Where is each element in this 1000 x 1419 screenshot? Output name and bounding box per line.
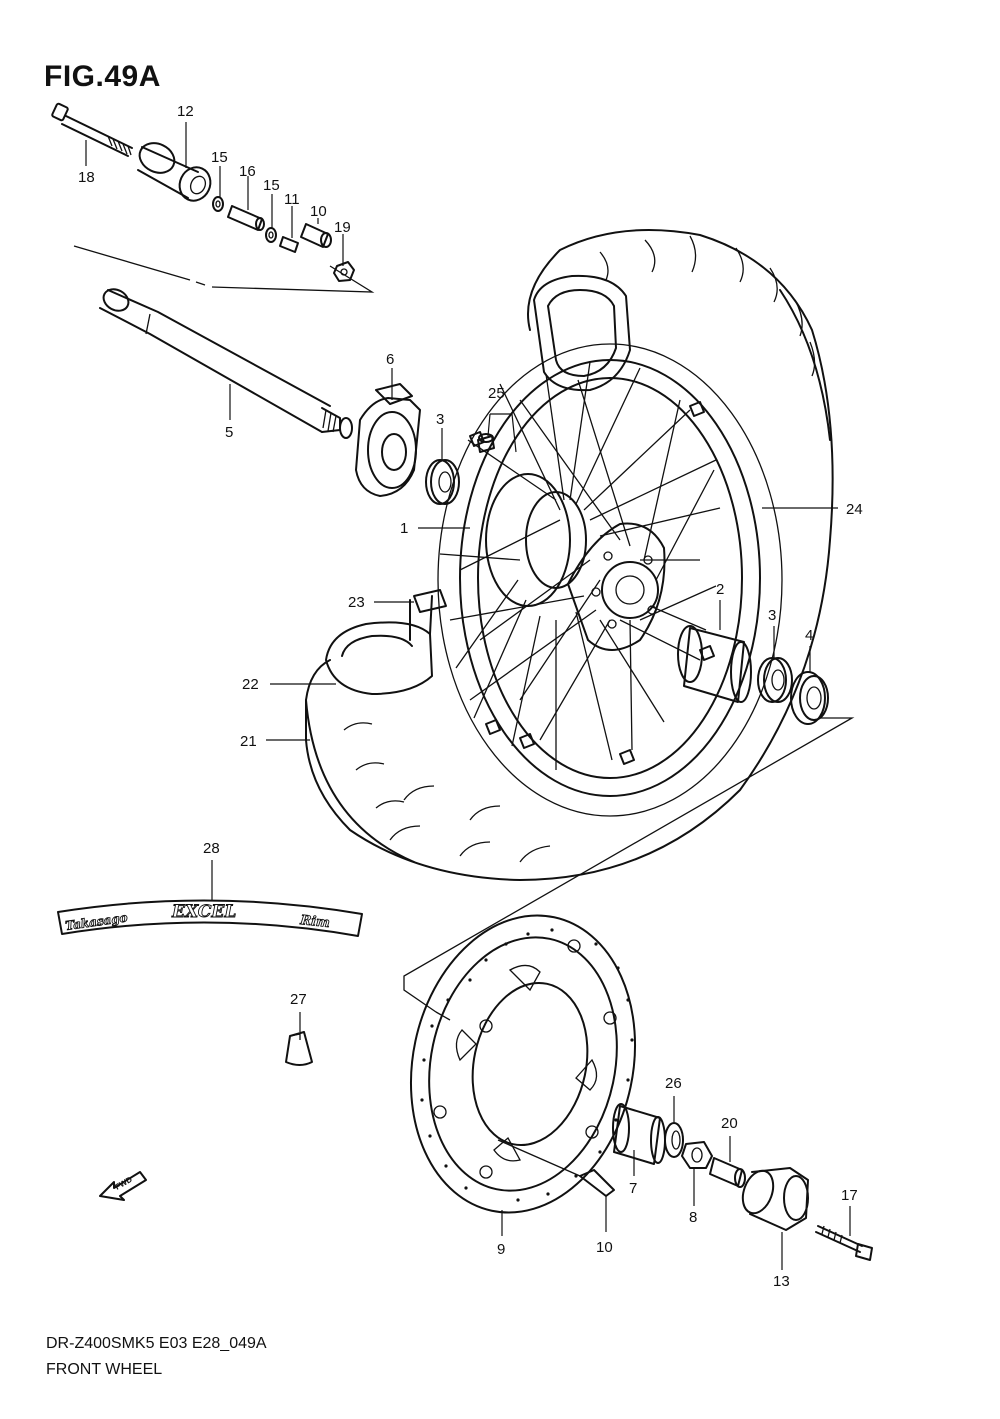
- model-code: DR-Z400SMK5 E03 E28_049A: [46, 1335, 267, 1352]
- axle-bolt-17: [51, 102, 133, 157]
- spokes: [439, 361, 721, 770]
- balance-weight-27: [285, 1031, 313, 1066]
- washer-15-a: [212, 196, 224, 212]
- wheel-assembly: [305, 229, 834, 881]
- callout-6: 6: [386, 351, 394, 368]
- callout-23: 23: [348, 594, 365, 611]
- callout-26: 26: [665, 1075, 682, 1092]
- leader-lines: [85, 122, 851, 1270]
- collar-bolt-19: [815, 1225, 873, 1261]
- seal-26: [664, 1122, 684, 1158]
- callout-7: 7: [629, 1180, 637, 1197]
- callout-25: 25: [488, 385, 505, 402]
- callout-22: 22: [242, 676, 259, 693]
- callout-9: 9: [497, 1241, 505, 1258]
- decal-suffix-text: Rim: [299, 913, 331, 931]
- spacer-2: [677, 625, 752, 703]
- figure-title: FIG.49A: [44, 60, 161, 93]
- callout-11: 10: [310, 203, 327, 220]
- disc-screw-10: [497, 1139, 615, 1197]
- valve-cap-25: [477, 433, 495, 453]
- callout-21: 21: [240, 733, 257, 750]
- callout-14: 13: [773, 1273, 790, 1290]
- rim-decal-28: Takasago EXCEL Rim: [57, 899, 363, 937]
- callout-18: 19: [334, 219, 351, 236]
- callout-12: 11: [284, 191, 300, 208]
- speedometer-gearbox-6: [355, 383, 421, 497]
- callout-15-a: 15: [211, 149, 228, 166]
- forward-direction-arrow: FWD: [99, 1171, 147, 1201]
- callout-24: 24: [846, 501, 863, 518]
- callout-17: 18: [78, 169, 95, 186]
- callout-28: 28: [203, 840, 220, 857]
- callout-4: 4: [805, 627, 813, 644]
- spacer-7: [612, 1103, 666, 1165]
- callout-13: 12: [177, 103, 194, 120]
- callout-1: 1: [400, 520, 408, 537]
- spacer-20: [709, 1157, 746, 1188]
- spacer-12: [279, 236, 299, 253]
- callout-27: 27: [290, 991, 307, 1008]
- bearing-3-right: [757, 657, 793, 703]
- washer-15-b: [265, 227, 277, 243]
- figure-name: FRONT WHEEL: [46, 1361, 163, 1378]
- callout-3-left: 3: [436, 411, 444, 428]
- callout-16: 16: [239, 163, 256, 180]
- axle-collar-14: [741, 1167, 809, 1231]
- callout-10: 10: [596, 1239, 613, 1256]
- axle-collar-13: [137, 142, 212, 202]
- callout-5: 5: [225, 424, 233, 441]
- brake-disc-9: [409, 914, 637, 1214]
- assembly-line-top: [73, 245, 375, 293]
- spacer-16: [227, 205, 265, 231]
- decal-model-text: EXCEL: [171, 902, 236, 922]
- callouts: 18 12 15 16 15 11 10 19 5 6 3 25 1 23 22…: [78, 103, 863, 1290]
- callout-3-right: 3: [768, 607, 776, 624]
- callout-8: 8: [689, 1209, 697, 1226]
- callout-2: 2: [716, 581, 724, 598]
- spacer-11: [300, 223, 332, 248]
- callout-20: 20: [721, 1115, 738, 1132]
- front-axle-5: [99, 288, 353, 439]
- callout-15-b: 15: [263, 177, 280, 194]
- oil-seal-4: [790, 671, 829, 725]
- callout-19: 17: [841, 1187, 858, 1204]
- nut-18: [333, 261, 355, 282]
- nut-8: [681, 1141, 713, 1169]
